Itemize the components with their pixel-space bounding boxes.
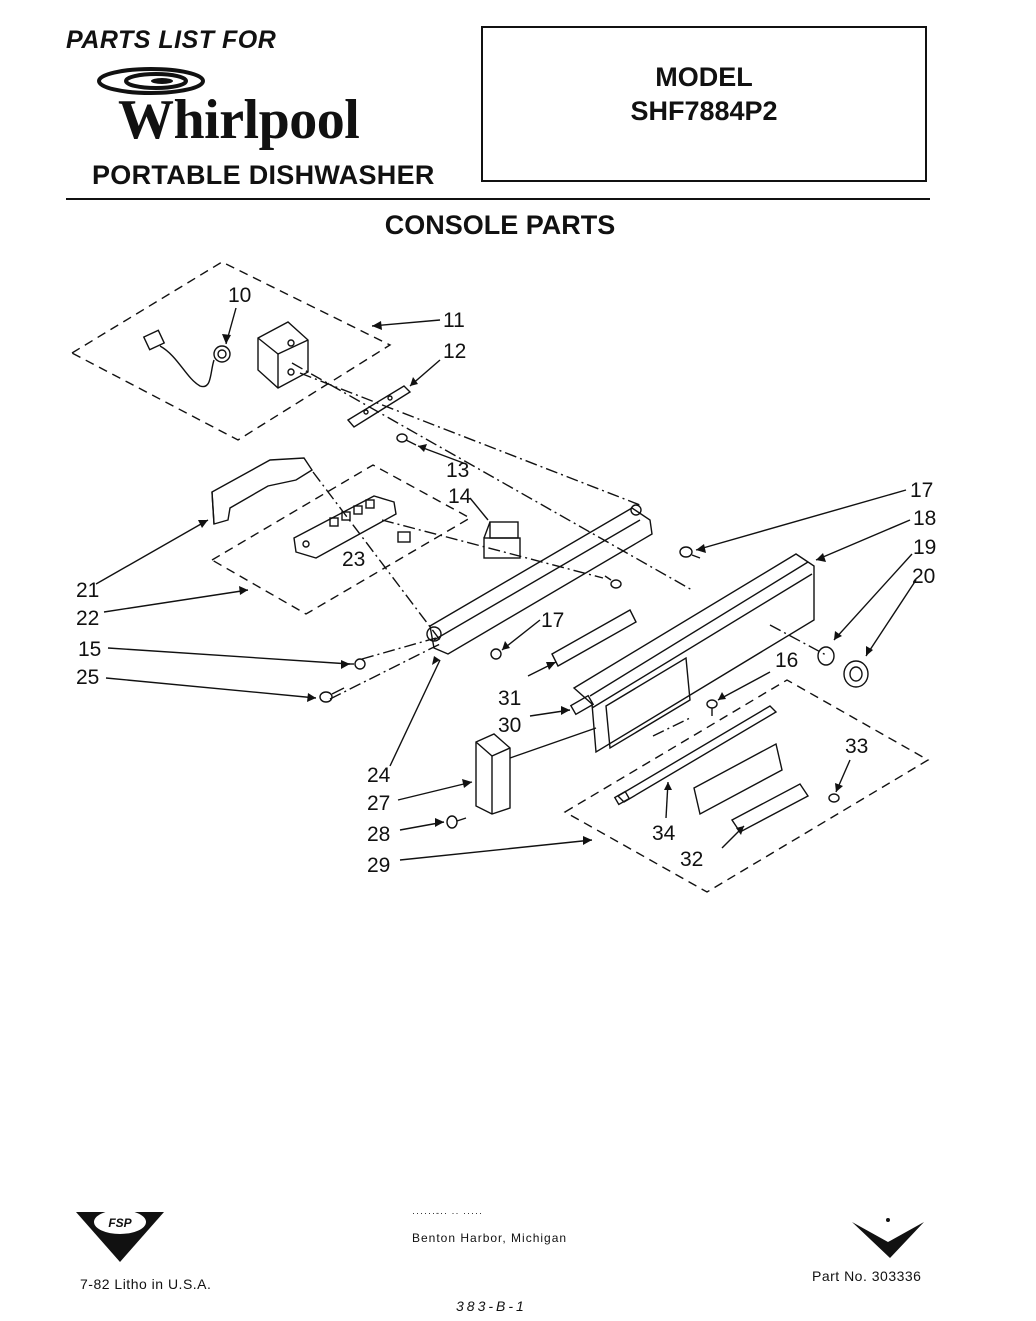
alignment-line: [361, 637, 437, 660]
plane-motor-group: [70, 261, 392, 441]
part-28-screw: [446, 815, 467, 829]
product-name: PORTABLE DISHWASHER: [92, 160, 435, 190]
callout-15: 15: [78, 638, 101, 661]
callout-33: 33: [845, 735, 868, 758]
footer-part-number: Part No. 303336: [812, 1268, 922, 1284]
part-17-screw-a: [679, 546, 701, 559]
callout-22: 22: [76, 607, 99, 630]
callout-12: 12: [443, 340, 466, 363]
part-24-rail: [426, 504, 653, 655]
callout-11: 11: [443, 309, 465, 332]
callout-18: 18: [913, 507, 936, 530]
alignment-line: [329, 643, 441, 700]
part-16-screw: [706, 699, 718, 716]
part-screw-lower: [490, 648, 502, 660]
plane-switch-group: [210, 464, 472, 615]
footer-city: Benton Harbor, Michigan: [412, 1231, 568, 1245]
callout-14: 14: [448, 485, 472, 508]
part-19-knob-insert: [817, 646, 835, 666]
model-label: MODEL: [655, 62, 753, 92]
callout-16: 16: [775, 649, 798, 672]
alignment-line: [291, 362, 693, 591]
callout-24: 24: [367, 764, 391, 787]
alignment-line: [312, 471, 441, 641]
fsp-logo-icon: FSP: [76, 1210, 164, 1262]
alignment-line: [769, 624, 827, 656]
header-divider: [66, 198, 930, 200]
part-10-harness: [142, 329, 231, 388]
svg-text:FSP: FSP: [108, 1216, 132, 1230]
callout-34: 34: [652, 822, 676, 845]
part-17-screw-b: [604, 575, 622, 589]
model-box: MODEL SHF7884P2: [481, 26, 927, 182]
part-34-light-tube: [613, 705, 778, 806]
parts-list-heading: PARTS LIST FOR: [66, 26, 277, 54]
callout-30: 30: [498, 714, 521, 737]
alignment-line: [652, 717, 691, 737]
callout-17-top: 17: [910, 479, 933, 502]
model-number: SHF7884P2: [630, 96, 778, 126]
callout-21: 21: [76, 579, 99, 602]
footer-date-litho: 7-82 Litho in U.S.A.: [80, 1276, 212, 1292]
plane-lens-group: [563, 679, 930, 893]
callout-31: 31: [498, 687, 521, 710]
callout-28: 28: [367, 823, 390, 846]
part-11-timer-motor: [257, 321, 309, 389]
part-21-shield: [211, 457, 313, 525]
section-title: CONSOLE PARTS: [384, 210, 616, 240]
part-30-endcap: [569, 694, 595, 716]
callout-13: 13: [446, 459, 469, 482]
callout-23: 23: [342, 548, 365, 571]
part-25-screw: [319, 687, 345, 703]
part-20-knob: [843, 660, 869, 688]
part-13-screw: [396, 433, 417, 446]
callout-27: 27: [367, 792, 390, 815]
callout-29: 29: [367, 854, 390, 877]
part-27-end-block: [475, 733, 511, 815]
part-22-switch: [293, 495, 397, 559]
part-33-screw: [828, 793, 840, 803]
part-14-selector: [483, 521, 521, 559]
part-12-bracket: [346, 385, 412, 428]
callout-19: 19: [913, 536, 936, 559]
alignment-line: [381, 519, 604, 579]
callout-32: 32: [680, 848, 703, 871]
leader-lines: [95, 307, 917, 861]
alignment-line: [299, 372, 641, 506]
footer-handwritten-code: 383-B-1: [456, 1298, 527, 1314]
footer-corporation: ······-·· ·· ·····: [412, 1208, 483, 1218]
part-18-console: [572, 553, 815, 754]
callout-25: 25: [76, 666, 99, 689]
leader-arrowheads: [198, 321, 873, 845]
callout-20: 20: [912, 565, 935, 588]
callout-10: 10: [228, 284, 251, 307]
part-23-button: [397, 531, 411, 543]
callout-17-mid: 17: [541, 609, 564, 632]
whirlpool-swirl-logo-icon: [97, 67, 205, 95]
brand-name: Whirlpool: [118, 89, 360, 151]
part-32-lens: [693, 742, 810, 833]
checkmark-logo-icon: [852, 1218, 924, 1258]
